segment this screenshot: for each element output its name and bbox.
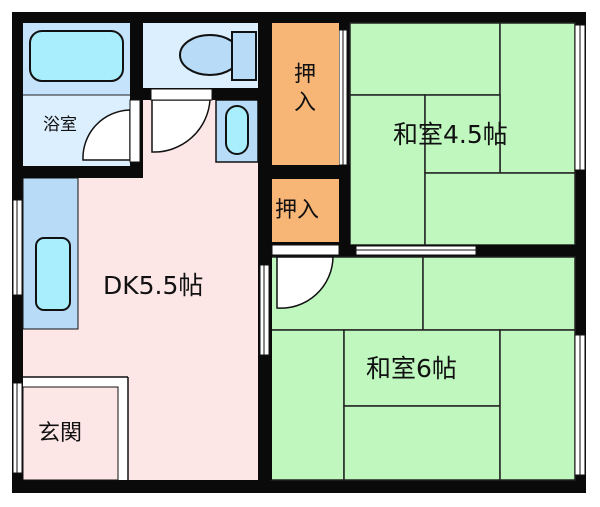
window [574, 24, 586, 171]
door-swing-icon [276, 256, 334, 309]
closet-lower-fill [272, 179, 339, 242]
window [574, 334, 586, 476]
entrance-door[interactable] [12, 382, 23, 474]
door-swing-icon [82, 109, 131, 161]
washitsu-4-5-label: 和室4.5帖 [393, 120, 508, 149]
washbasin-icon [225, 105, 249, 155]
entrance [22, 376, 129, 481]
window [12, 199, 23, 296]
dk-label: DK5.5帖 [103, 271, 204, 300]
closet-upper-fill [272, 23, 339, 165]
sliding-door [338, 29, 348, 166]
closet-upper-label: 押入 [290, 62, 315, 118]
washitsu-4-5-tatami [349, 22, 576, 246]
entrance-label: 玄関 [38, 421, 83, 446]
door-swing-icon [151, 99, 211, 153]
closet-lower-label: 押入 [275, 198, 320, 223]
sliding-door [259, 264, 270, 356]
sink-icon [35, 237, 71, 311]
bathroom [23, 23, 141, 166]
bathtub-icon [29, 30, 124, 82]
washitsu-6-tatami [270, 256, 576, 481]
bathroom-label: 浴室 [43, 115, 77, 135]
toilet-tank-icon [231, 31, 257, 81]
washitsu-6-label: 和室6帖 [366, 354, 457, 383]
